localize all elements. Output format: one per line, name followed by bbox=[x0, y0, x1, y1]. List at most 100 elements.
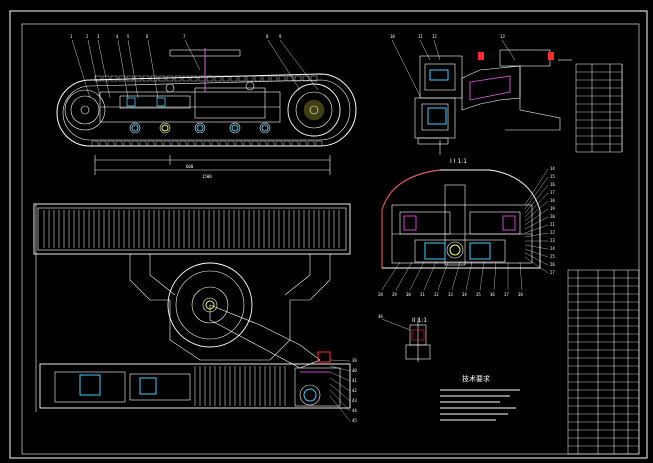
callout-9: 9 bbox=[279, 34, 282, 39]
callout-46: 46 bbox=[378, 314, 383, 319]
callout-14: 14 bbox=[550, 166, 555, 171]
callout-leader bbox=[479, 261, 485, 291]
callout-17: 17 bbox=[550, 190, 555, 195]
callout-leader bbox=[329, 377, 351, 392]
tech-req-title: 技术要求 bbox=[462, 374, 490, 383]
chain-link bbox=[307, 140, 315, 147]
chain-link bbox=[227, 140, 235, 147]
chain-link bbox=[163, 140, 171, 147]
callout-32: 32 bbox=[434, 292, 439, 297]
tech-req-lines bbox=[440, 389, 520, 421]
chain-link bbox=[251, 140, 259, 147]
callout-leader bbox=[524, 252, 549, 266]
callout-20: 20 bbox=[550, 214, 555, 219]
callout-7: 7 bbox=[183, 34, 186, 39]
chain-link bbox=[211, 140, 219, 147]
chain-link bbox=[190, 75, 198, 82]
dim-overall-length: 1500 bbox=[202, 174, 212, 179]
track-accents bbox=[126, 48, 269, 132]
callout-leader bbox=[524, 176, 549, 210]
title-block bbox=[567, 269, 640, 455]
callout-37: 37 bbox=[504, 292, 509, 297]
chain-link bbox=[94, 75, 102, 82]
section-view bbox=[381, 169, 541, 269]
chain-link bbox=[123, 140, 131, 147]
chain-link bbox=[174, 75, 182, 82]
callout-leaders-top bbox=[71, 39, 319, 99]
callout-33: 33 bbox=[448, 292, 453, 297]
callout-leader bbox=[524, 256, 549, 274]
callout-21: 21 bbox=[550, 222, 555, 227]
chain-link bbox=[118, 75, 126, 82]
callout-leader bbox=[524, 184, 549, 214]
chain-link bbox=[299, 140, 307, 147]
callout-leader bbox=[524, 248, 549, 258]
chain-link bbox=[171, 140, 179, 147]
callout-leader bbox=[524, 224, 549, 234]
callout-4: 4 bbox=[116, 34, 119, 39]
chain-link bbox=[291, 140, 299, 147]
chain-link bbox=[131, 140, 139, 147]
chain-link bbox=[110, 75, 118, 82]
chain-link bbox=[115, 140, 123, 147]
callout-44: 44 bbox=[352, 408, 357, 413]
callout-25: 25 bbox=[550, 254, 555, 259]
chain-link bbox=[158, 75, 166, 82]
chain-link bbox=[166, 75, 174, 82]
callout-leader bbox=[524, 192, 549, 218]
callout-15: 15 bbox=[550, 174, 555, 179]
chain-link bbox=[230, 75, 238, 82]
callout-8: 8 bbox=[266, 34, 269, 39]
callout-31: 31 bbox=[420, 292, 425, 297]
chain-link bbox=[203, 140, 211, 147]
chain-link bbox=[126, 75, 134, 82]
chain-link bbox=[214, 75, 222, 82]
callout-leader bbox=[423, 261, 437, 291]
chain-link bbox=[155, 140, 163, 147]
callout-23: 23 bbox=[550, 238, 555, 243]
chain-link bbox=[147, 140, 155, 147]
chain-link bbox=[246, 75, 254, 82]
callout-6: 6 bbox=[146, 34, 149, 39]
callout-leader bbox=[493, 261, 497, 291]
chain-link bbox=[150, 75, 158, 82]
callout-34: 34 bbox=[462, 292, 467, 297]
chain-link bbox=[267, 140, 275, 147]
callout-43: 43 bbox=[352, 398, 357, 403]
track-side-view bbox=[56, 48, 357, 175]
chain-link bbox=[302, 75, 310, 82]
callout-leader bbox=[437, 261, 449, 291]
callout-leader bbox=[451, 261, 461, 291]
chain-link bbox=[283, 140, 291, 147]
callout-leader bbox=[329, 383, 351, 402]
callout-13: 13 bbox=[500, 34, 505, 39]
callout-22: 22 bbox=[550, 230, 555, 235]
detail-view-label: II 1:1 bbox=[412, 317, 427, 324]
chain-link bbox=[294, 75, 302, 82]
chain-link bbox=[222, 75, 230, 82]
callout-24: 24 bbox=[550, 246, 555, 251]
chain-link bbox=[102, 75, 110, 82]
callout-28: 28 bbox=[378, 292, 383, 297]
callout-leader bbox=[409, 261, 425, 291]
chain-link bbox=[139, 140, 147, 147]
callout-leader bbox=[395, 261, 413, 291]
callout-41: 41 bbox=[352, 378, 357, 383]
chain-link bbox=[187, 140, 195, 147]
callout-45: 45 bbox=[352, 418, 357, 423]
plan-view bbox=[33, 203, 351, 412]
chain-link bbox=[310, 75, 318, 82]
callout-2: 2 bbox=[86, 34, 89, 39]
callout-26: 26 bbox=[550, 262, 555, 267]
callout-12: 12 bbox=[432, 34, 437, 39]
chain-link bbox=[99, 140, 107, 147]
chain-link bbox=[107, 140, 115, 147]
parts-list-top bbox=[575, 63, 623, 153]
section-accents bbox=[381, 169, 516, 268]
callout-40: 40 bbox=[352, 368, 357, 373]
chain-link bbox=[179, 140, 187, 147]
callout-42: 42 bbox=[352, 388, 357, 393]
chain-link bbox=[238, 75, 246, 82]
callout-3: 3 bbox=[97, 34, 100, 39]
callout-38: 38 bbox=[518, 292, 523, 297]
